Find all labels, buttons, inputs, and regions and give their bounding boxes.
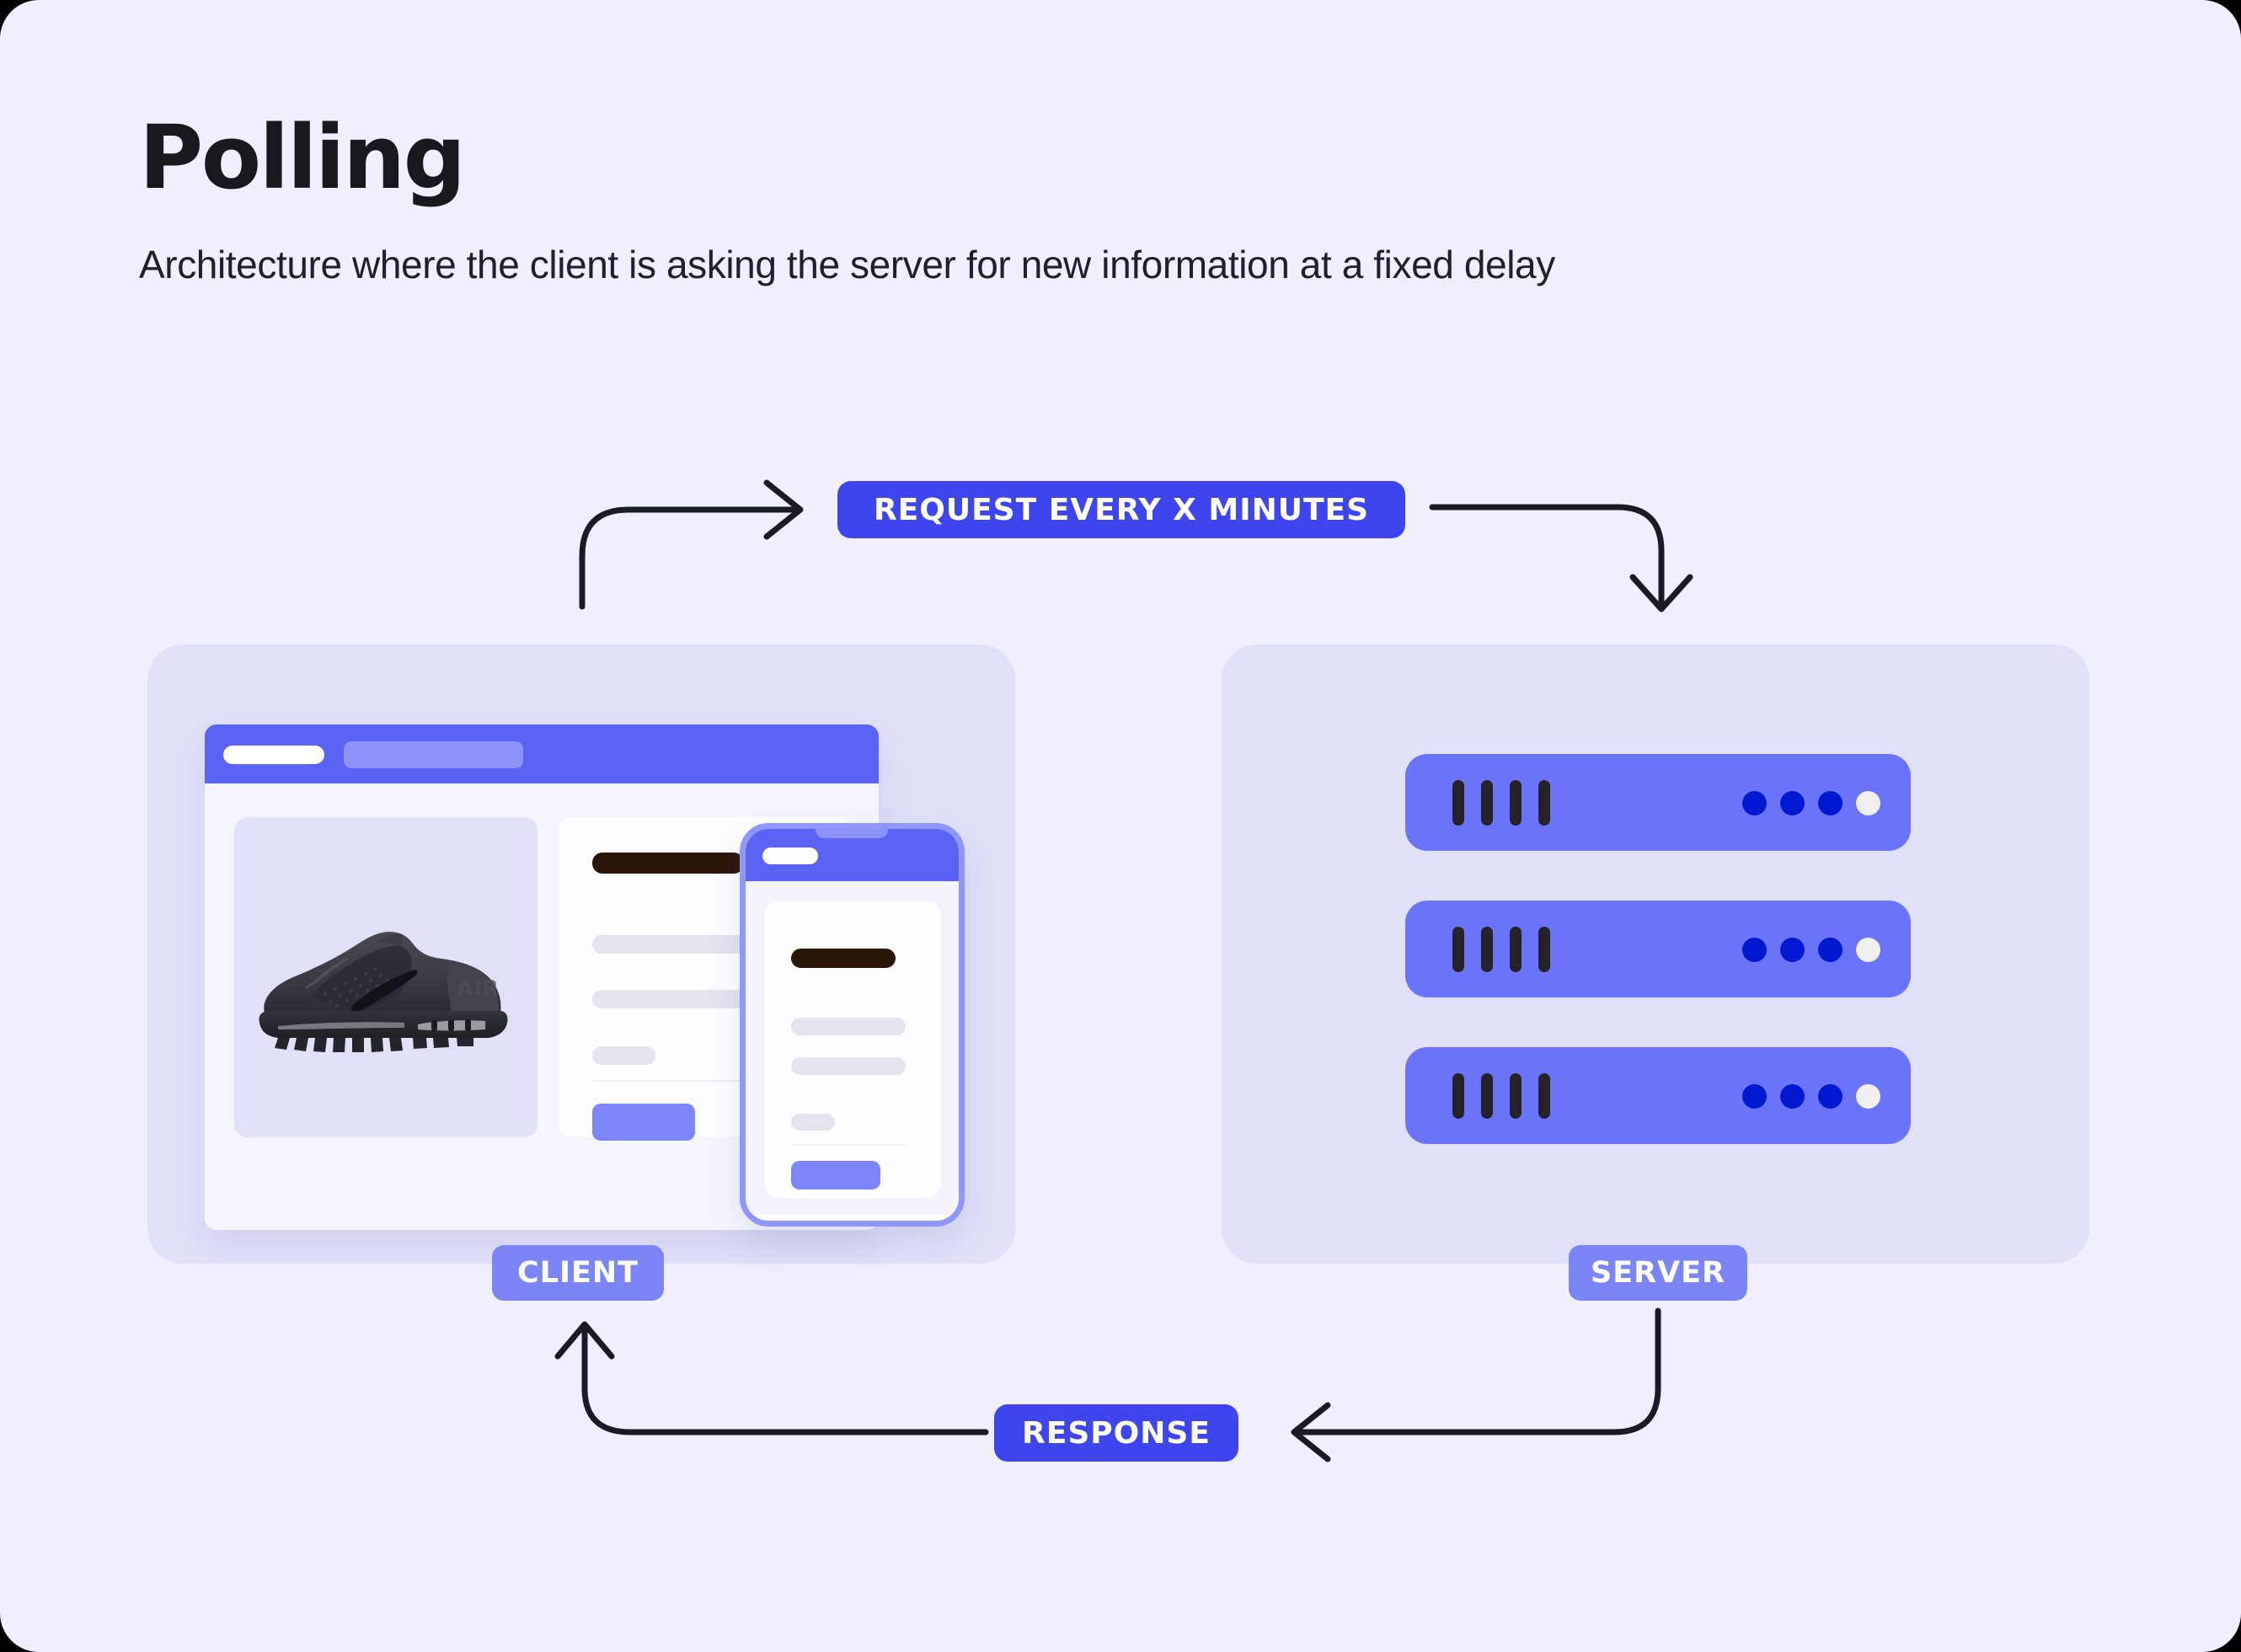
phone-mock[interactable] [740, 823, 965, 1227]
arrow-server-to-response-head [1291, 1402, 1331, 1462]
product-text-line [791, 1057, 906, 1075]
rack-status-dot [1742, 791, 1767, 815]
phone-header [746, 829, 959, 881]
rack-status-dot [1742, 1084, 1767, 1109]
product-title-placeholder [592, 853, 744, 874]
badge-server[interactable]: SERVER [1569, 1245, 1747, 1301]
rack-status-dot [1742, 938, 1767, 962]
rack-slot-icon [1452, 927, 1464, 972]
rack-slot-icon [1452, 780, 1464, 826]
browser-tab-pill [344, 741, 523, 768]
phone-body [746, 881, 959, 1215]
rack-status-dot [1856, 938, 1880, 962]
card-divider [592, 1080, 837, 1082]
badge-request-every-x-minutes[interactable]: REQUEST EVERY X MINUTES [837, 481, 1405, 538]
rack-status-dot [1818, 938, 1843, 962]
product-text-line [791, 1018, 906, 1035]
rack-slot-icon [1481, 1073, 1493, 1119]
rack-slot-icon [1510, 780, 1522, 826]
rack-status-dot [1856, 1084, 1880, 1109]
arrow-client-to-request [579, 506, 800, 610]
svg-text:AIR: AIR [457, 976, 499, 1002]
arrow-server-to-response [1294, 1307, 1661, 1435]
arrow-request-to-server-head [1629, 574, 1693, 612]
rack-slot-icon [1481, 780, 1493, 826]
header: Polling Architecture where the client is… [139, 114, 1555, 288]
product-text-line-short [592, 1046, 655, 1065]
product-title-placeholder [791, 949, 896, 968]
badge-response[interactable]: RESPONSE [994, 1404, 1238, 1462]
product-text-line-short [791, 1114, 835, 1131]
arrow-request-to-server [1429, 504, 1665, 610]
browser-url-pill [223, 746, 324, 764]
rack-status-dot [1780, 791, 1805, 815]
rack-status-dot [1856, 791, 1880, 815]
rack-status-dot [1780, 938, 1805, 962]
rack-slot-icon [1510, 1073, 1522, 1119]
product-cta-button[interactable] [592, 1104, 695, 1141]
rack-slot-icon [1538, 1073, 1550, 1119]
server-rack-unit[interactable] [1405, 754, 1911, 851]
product-cta-button[interactable] [791, 1161, 880, 1190]
browser-titlebar [205, 724, 879, 783]
arrow-response-to-client [581, 1323, 989, 1435]
arrow-client-to-request-head [763, 479, 804, 540]
phone-notch [816, 829, 888, 838]
product-image-panel: AIR [234, 817, 538, 1137]
badge-client[interactable]: CLIENT [492, 1245, 664, 1301]
rack-status-dot [1780, 1084, 1805, 1109]
phone-product-card [764, 901, 941, 1198]
rack-slot-icon [1510, 927, 1522, 972]
server-rack-unit[interactable] [1405, 901, 1911, 997]
rack-slot-icon [1538, 927, 1550, 972]
card-divider [791, 1144, 906, 1146]
rack-slot-icon [1538, 780, 1550, 826]
rack-slot-icon [1452, 1073, 1464, 1119]
page-subtitle: Architecture where the client is asking … [139, 243, 1555, 286]
running-shoe-icon: AIR [259, 932, 508, 1052]
rack-status-dot [1818, 1084, 1843, 1109]
arrow-response-to-client-head [554, 1321, 615, 1360]
rack-slot-icon [1481, 927, 1493, 972]
server-rack-unit[interactable] [1405, 1047, 1911, 1144]
page-title: Polling [139, 106, 466, 209]
phone-status-pill [762, 847, 818, 864]
rack-status-dot [1818, 791, 1843, 815]
